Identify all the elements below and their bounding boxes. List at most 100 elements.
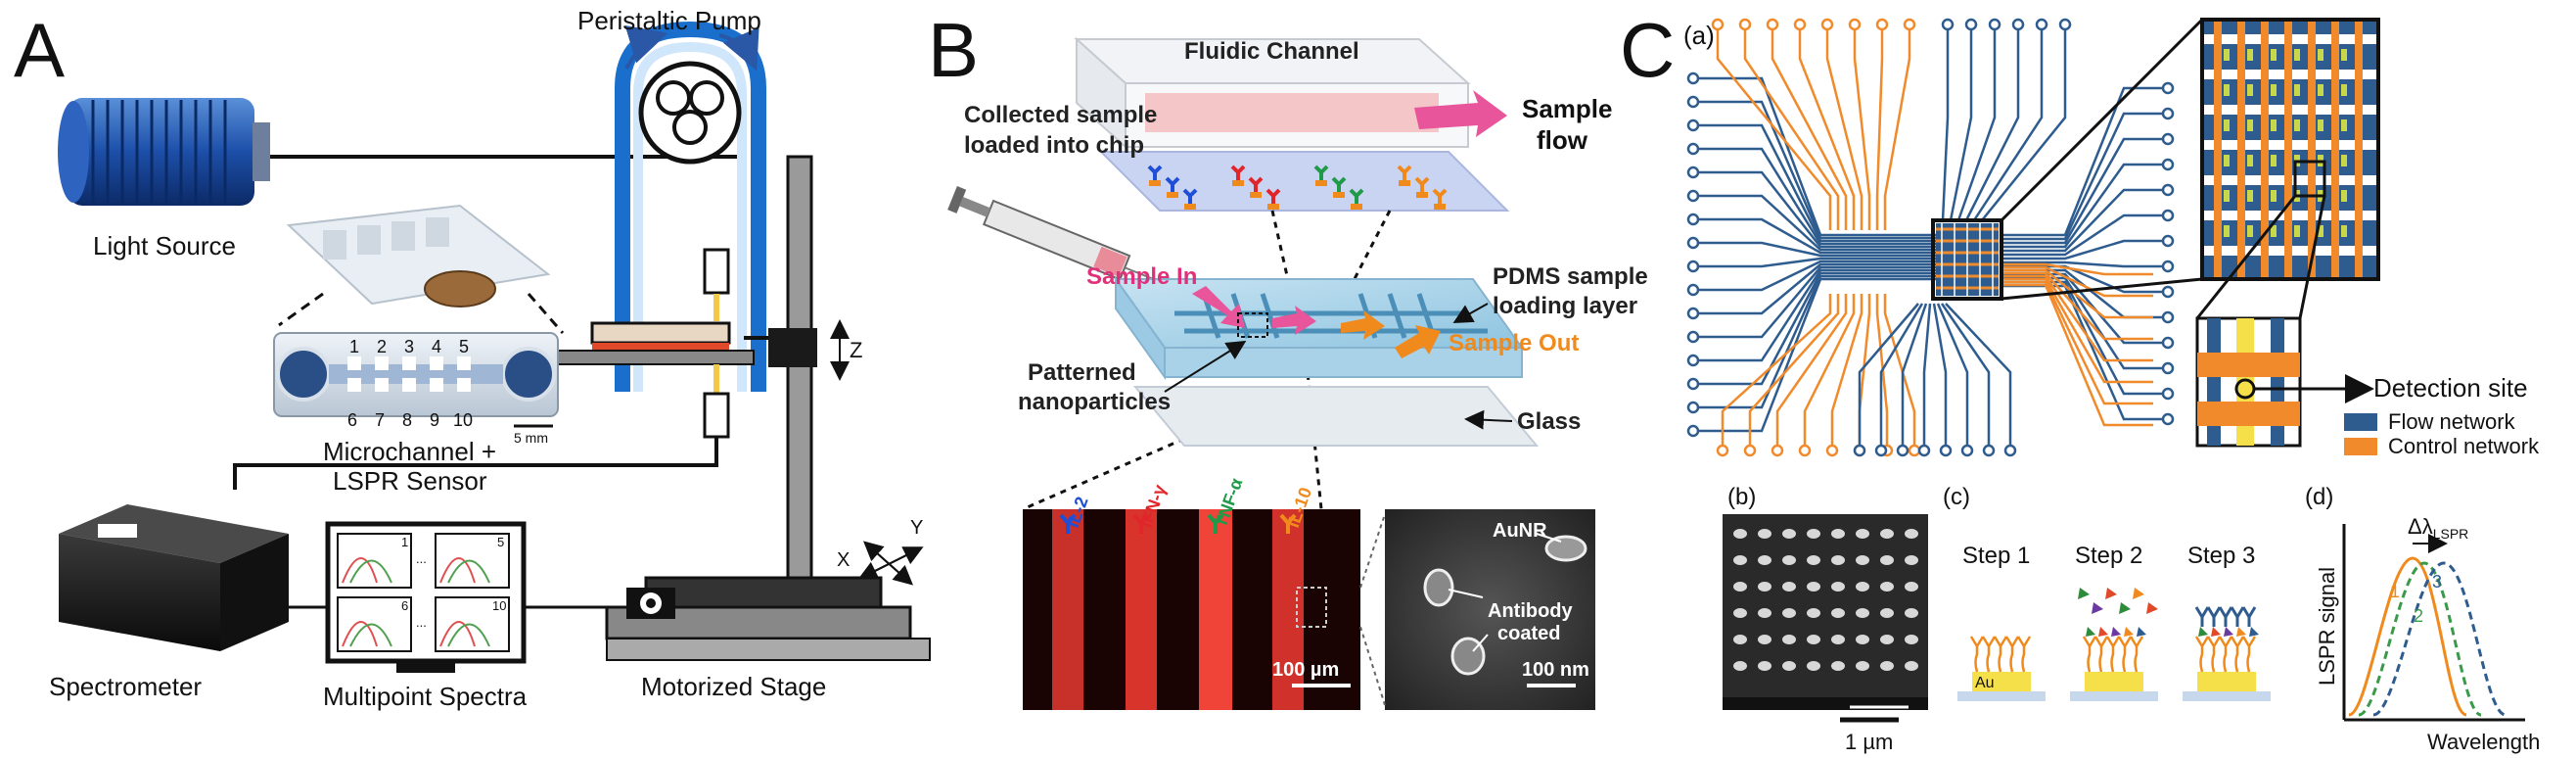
control-port [1711,18,1725,31]
spectrum-number: 10 [492,598,506,613]
x-axis-label: X [837,549,850,571]
flow-port [2161,361,2175,375]
flow-port [1686,260,1700,273]
flow-line [1698,100,1938,240]
spectrum-curve-2 [2358,561,2482,717]
antibody-glyph [1265,188,1281,210]
collected-sample-label-2: loaded into chip [964,132,1144,159]
flow-port [2161,81,2175,95]
zoom-detection-spot [2318,119,2323,131]
sem-dot [1880,635,1894,644]
zoom-detection-spot [2318,225,2323,237]
spectrum-curve-1 [2348,556,2467,717]
zoom-box-small [1931,218,2003,301]
flow-port [1686,401,1700,414]
flow-port [2161,234,2175,248]
control-line [1771,29,1848,230]
channel-number: 7 [375,410,385,430]
subpanel-c-label: (c) [1943,484,1970,510]
step-diagram [2183,606,2271,701]
zoom-control-line [2355,20,2363,279]
zoom-detection-spot [2247,225,2253,237]
sample-holder [542,321,755,365]
flow-network-label: Flow network [2388,409,2516,434]
zoom-detection-spot [2294,49,2300,61]
flow-line [1956,29,1997,221]
antibody-label-2: coated [1497,623,1560,644]
control-line [2001,271,2153,341]
flow-line [2001,261,2163,268]
control-line [1743,29,1840,230]
control-line [2001,262,2153,276]
spectra-monitor [325,521,626,673]
sem-dot [1758,635,1771,644]
sem-dot [1831,661,1845,671]
zoom-control-line [2284,20,2292,279]
sem-dot-array [1723,514,1928,723]
sem-dot [1782,608,1796,618]
panel-b-letter: B [928,7,979,93]
control-line [1883,294,1916,446]
flow-line [1698,241,1938,258]
control-network-swatch [2344,438,2377,455]
z-axis-label: Z [850,338,862,362]
glass-layer [1132,386,1540,447]
flow-port [2161,107,2175,120]
spectrum-number: 6 [401,598,408,613]
subpanel-a-label: (a) [1683,21,1715,50]
sem-dot [1782,661,1796,671]
flow-line [2001,137,2163,245]
zoom-control-line [2214,20,2222,279]
sem-dot [1856,555,1869,565]
fluorescence-image [1023,509,1360,710]
control-port [1848,18,1862,31]
flow-port [1964,18,1978,31]
panel-c-letter: C [1620,7,1675,93]
control-port [1771,444,1784,457]
zoom-detection-spot [2271,49,2277,61]
antibody-glyph [1414,176,1430,198]
zoom-detection-spot [2247,190,2253,202]
sem-dot [1733,555,1747,565]
flow-line [1698,268,1938,362]
detection-site-label: Detection site [2373,373,2528,403]
sample-out-label: Sample Out [1449,330,1579,356]
sem-dot [1831,555,1845,565]
zoom-detection-spot [2341,225,2347,237]
control-line [1716,29,1832,230]
fitting-top [703,248,730,295]
spectrum-number: 1 [401,535,408,549]
flow-port [1960,444,1974,457]
subpanel-b-label: (b) [1727,484,1756,510]
control-line [1825,29,1863,230]
chip-network [1686,18,2175,457]
flow-line [1698,257,1938,268]
sem-dot [1856,661,1869,671]
sample-flow-label-1: Sample [1522,94,1613,123]
step1-label: Step 1 [1962,543,2030,569]
zoom-view [2200,18,2380,281]
au-label: Au [1975,675,1995,691]
antibody-glyph [1397,165,1412,186]
zoom-detection-spot [2224,190,2230,202]
microchannel-closeup [273,332,559,417]
sem-scale-bar-label: 1 µm [1845,730,1893,754]
zoom-control-line [2331,20,2339,279]
antibody-layer [1098,151,1510,212]
sem-dot [1733,661,1747,671]
fluidic-channel-block [1074,36,1471,150]
flow-port [1686,142,1700,156]
flow-line [1981,29,2067,221]
sem-dot [1905,608,1918,618]
sample-out-arrow-2 [1395,325,1441,358]
control-port [1743,444,1757,457]
spectrum-dots: ... [416,615,427,630]
channel-number: 6 [347,410,357,430]
antibody-glyph [1165,176,1180,198]
control-line [1803,294,1856,446]
light-source-device [58,98,270,206]
panel-a-letter: A [14,7,65,93]
flow-line [1698,170,1938,249]
antibody-glyph [1432,188,1448,210]
